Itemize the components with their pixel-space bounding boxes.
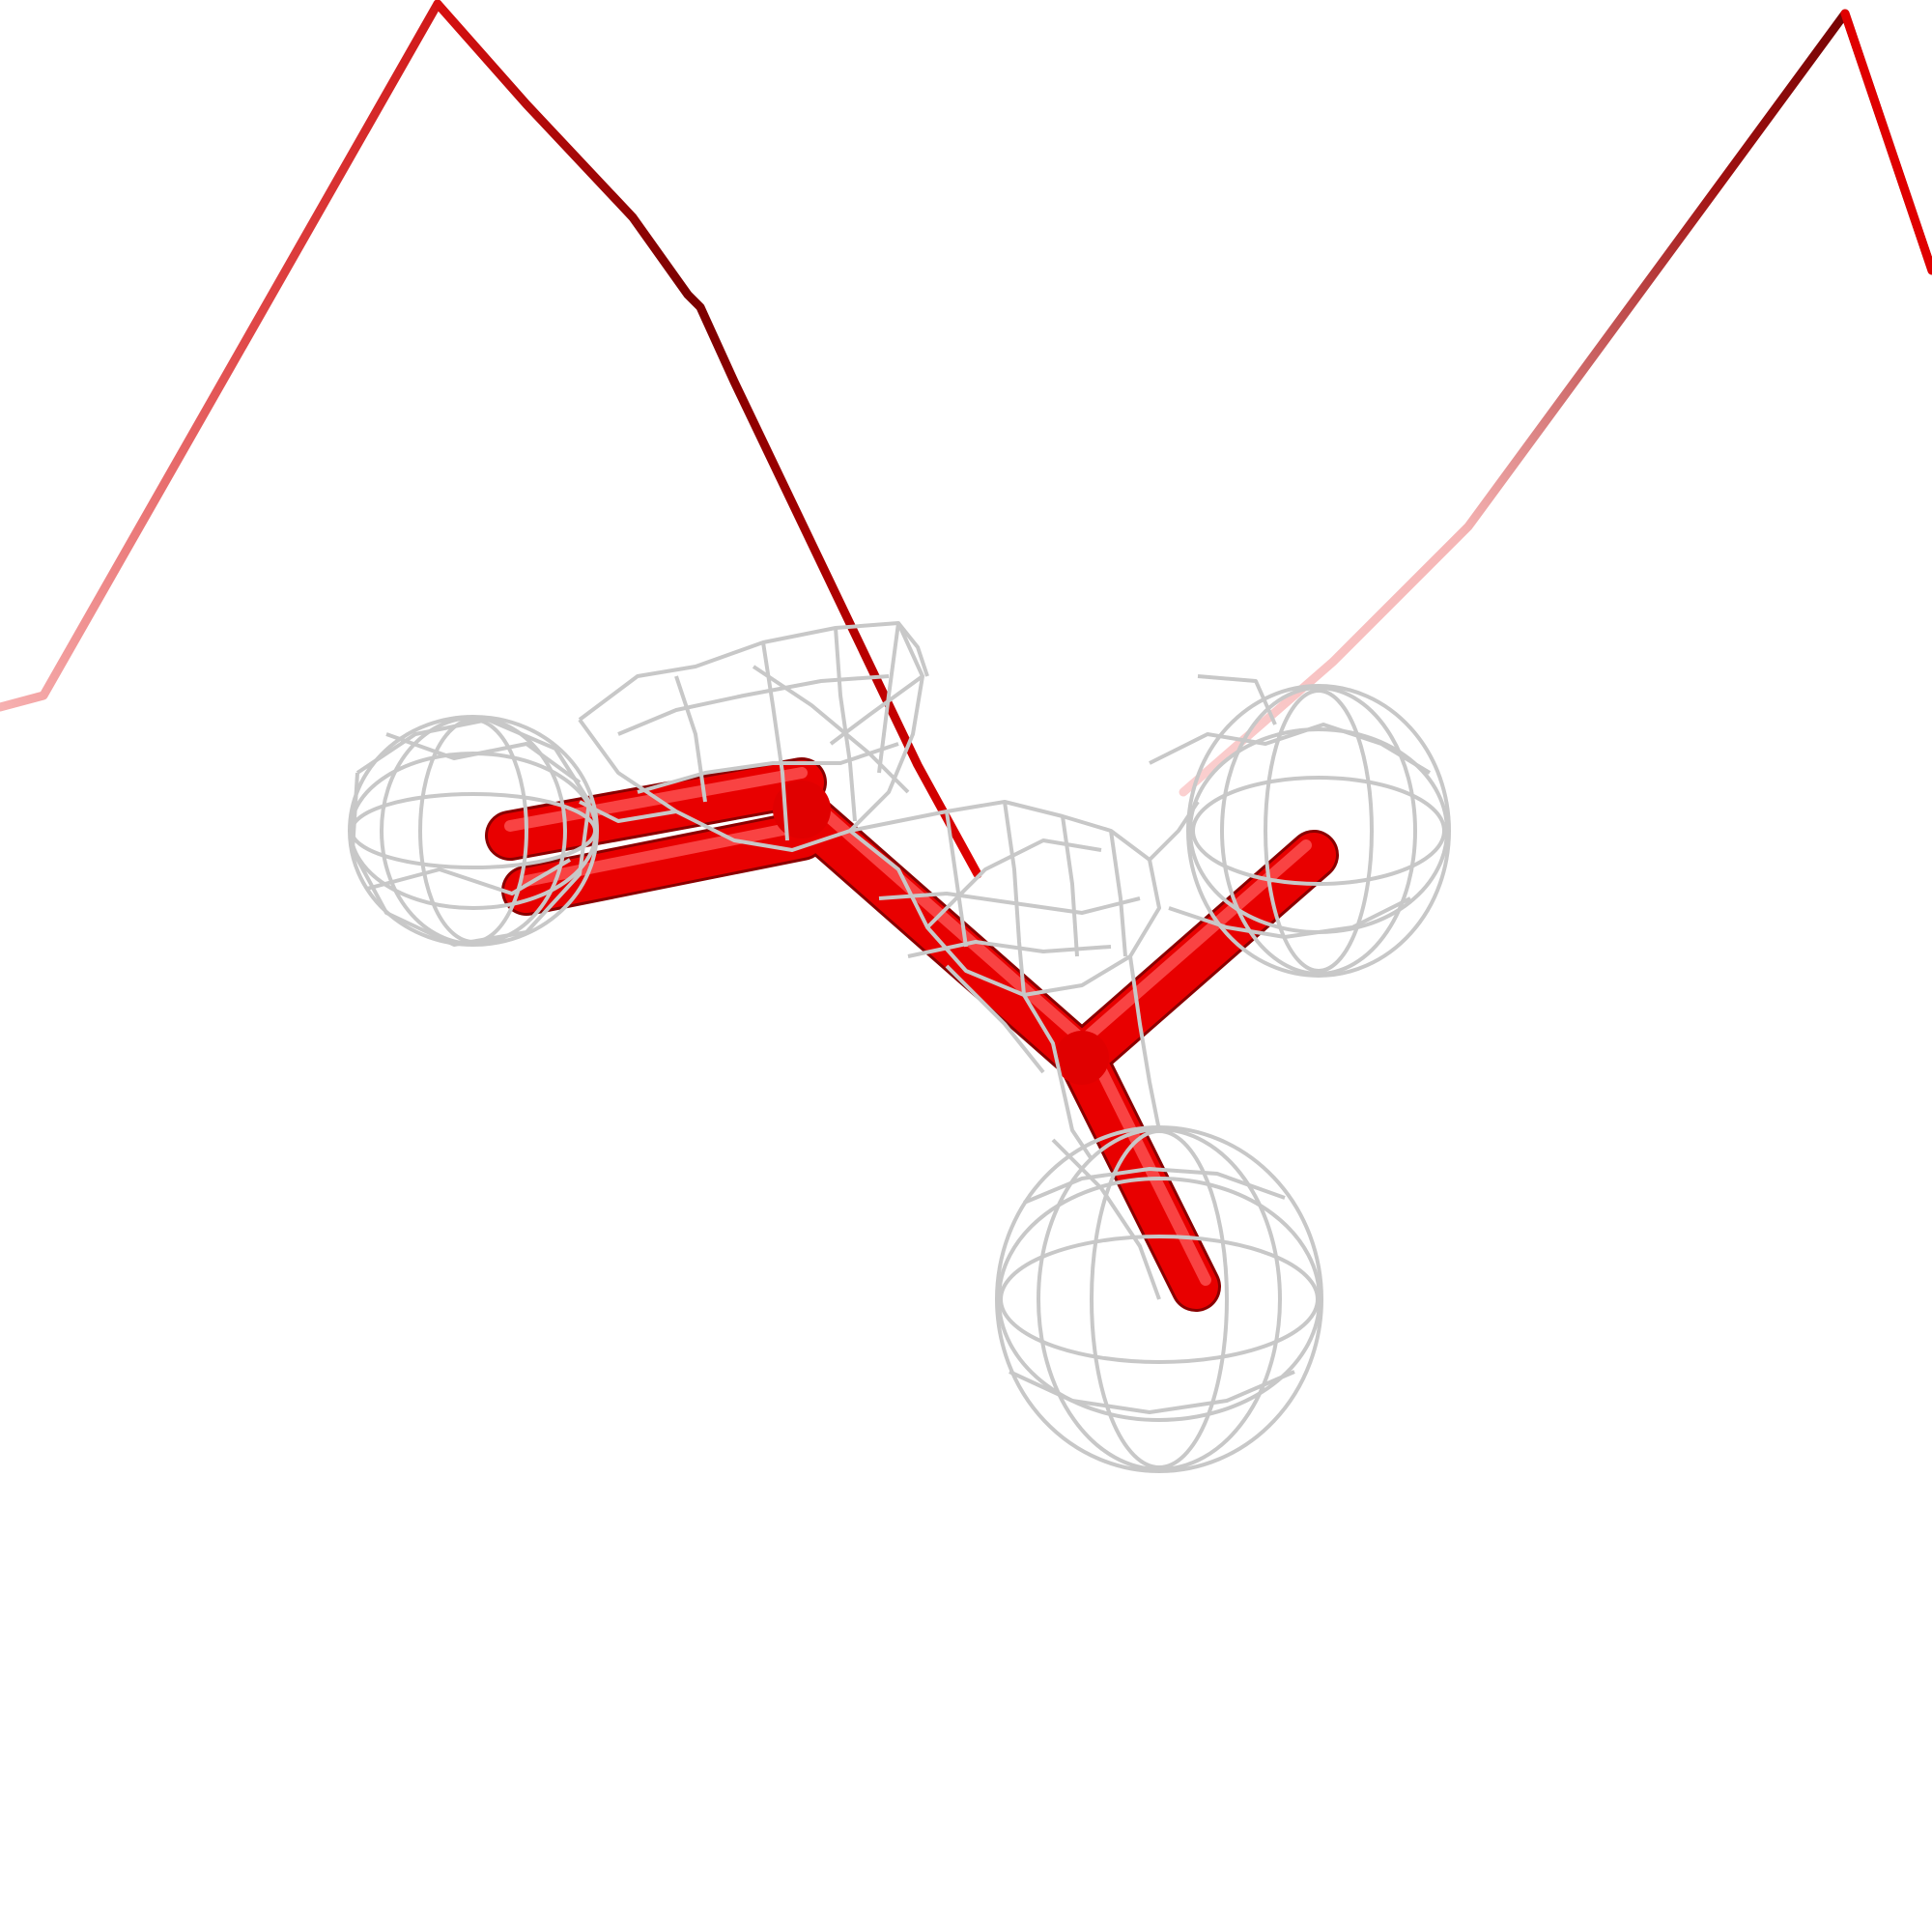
mesh-lobe-bottom xyxy=(995,1125,1323,1473)
mesh-connectors xyxy=(579,621,1200,1161)
electron-density-mesh xyxy=(348,621,1451,1473)
backbone-segment-left xyxy=(0,0,442,712)
mesh-lobe-top xyxy=(578,621,924,852)
ligand-center-atom xyxy=(1055,1031,1109,1085)
backbone-trace xyxy=(0,0,1932,879)
backbone-segment-right-tail xyxy=(1840,9,1932,275)
mesh-lobe-left xyxy=(348,715,599,947)
mesh-lobe-center xyxy=(848,800,1161,997)
ligand-branch-atom xyxy=(773,781,831,838)
backbone-segment-right xyxy=(1179,9,1932,797)
ligand-highlight xyxy=(504,767,1312,1286)
mesh-lobe-right xyxy=(1149,674,1451,978)
